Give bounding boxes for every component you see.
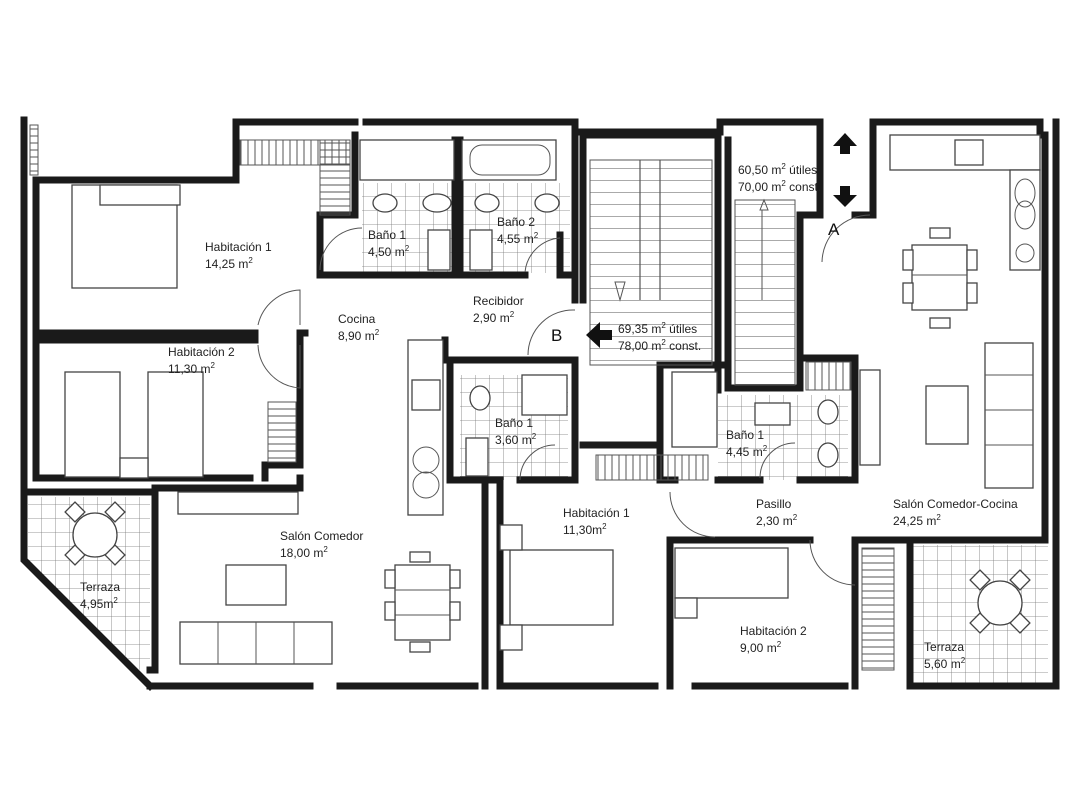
arrow-up-icon (833, 133, 857, 154)
railings (29, 124, 895, 671)
dining-tables (64, 227, 1031, 653)
exterior-walls (20, 116, 1060, 691)
furniture (64, 134, 1041, 665)
unit-a-letter: A (828, 220, 840, 239)
arrow-down-icon (833, 186, 857, 207)
door-swings (257, 214, 871, 586)
arrow-left-icon (586, 322, 612, 348)
interior-walls (20, 118, 1049, 690)
entry-arrows (586, 133, 857, 348)
unit-b-letter: B (551, 326, 563, 345)
bathroom-fixtures (359, 139, 839, 477)
